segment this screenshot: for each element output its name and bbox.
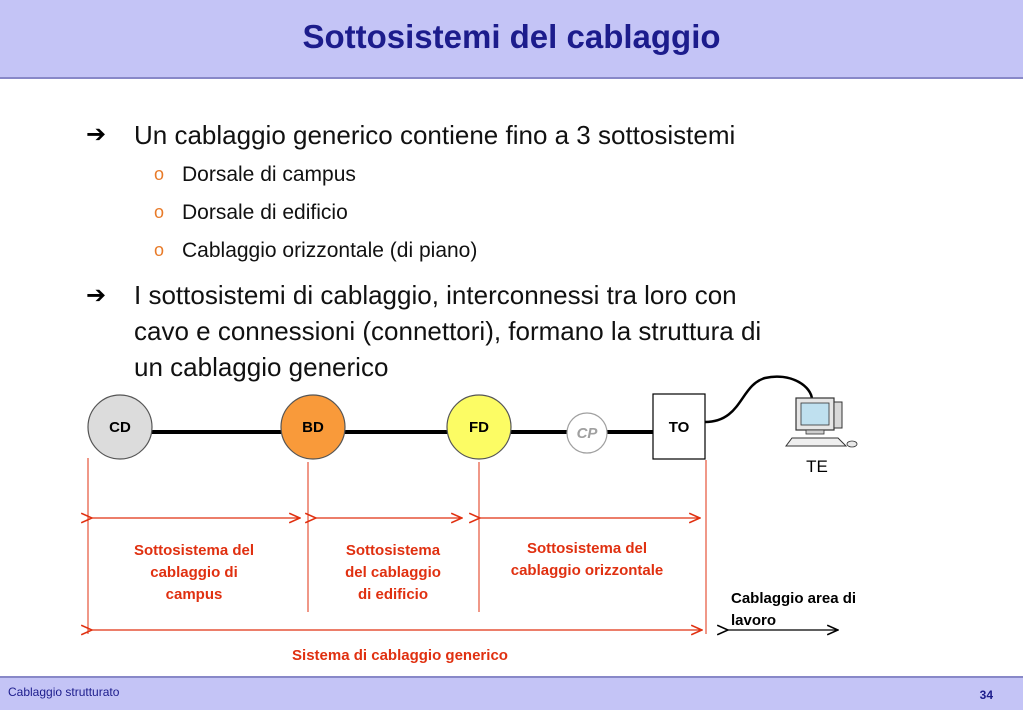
circle-bullet-icon: o	[154, 164, 165, 184]
generic-system-label: Sistema di cablaggio generico	[292, 647, 508, 664]
horizontal-subsystem-label: Sottosistema del cablaggio orizzontale	[510, 540, 664, 579]
subitem-text: Dorsale di campus	[182, 163, 356, 186]
building-subsystem-label: Sottosistema del cablaggio di edificio	[345, 542, 441, 603]
computer-icon	[785, 397, 858, 448]
patch-cable	[704, 375, 814, 424]
bullet-text: Un cablaggio generico contiene fino a 3 …	[134, 120, 736, 150]
bullet-text-line: I sottosistemi di cablaggio, interconnes…	[134, 280, 737, 310]
bullet-text-line: un cablaggio generico	[134, 352, 389, 382]
bd-node: BD	[280, 394, 346, 460]
arrow-bullet-icon: ➔	[86, 281, 107, 309]
fd-node: FD	[446, 394, 512, 460]
arrow-bullet-icon: ➔	[86, 120, 107, 148]
cp-label: CP	[577, 425, 599, 442]
te-label: TE	[806, 457, 828, 476]
footer-title: Cablaggio strutturato	[8, 685, 120, 699]
bullet-text-line: cavo e connessioni (connettori), formano…	[134, 316, 762, 346]
circle-bullet-icon: o	[154, 240, 165, 260]
bd-label: BD	[302, 419, 324, 436]
to-outlet: TO	[652, 393, 706, 460]
slide-title: Sottosistemi del cablaggio	[302, 18, 721, 55]
title-bar	[0, 0, 1023, 79]
campus-subsystem-label: Sottosistema del cablaggio di campus	[133, 542, 255, 603]
fd-label: FD	[469, 419, 489, 436]
to-label: TO	[669, 419, 690, 436]
work-area-label: Cablaggio area di lavoro	[731, 590, 857, 629]
circle-bullet-icon: o	[154, 202, 165, 222]
cd-label: CD	[109, 419, 131, 436]
subitem-text: Dorsale di edificio	[182, 201, 348, 224]
cp-node: CP	[566, 412, 608, 454]
subitem-text: Cablaggio orizzontale (di piano)	[182, 239, 478, 262]
cd-node: CD	[87, 394, 153, 460]
footer-bar: Cablaggio strutturato 34	[0, 676, 1023, 710]
page-number: 34	[979, 688, 993, 702]
